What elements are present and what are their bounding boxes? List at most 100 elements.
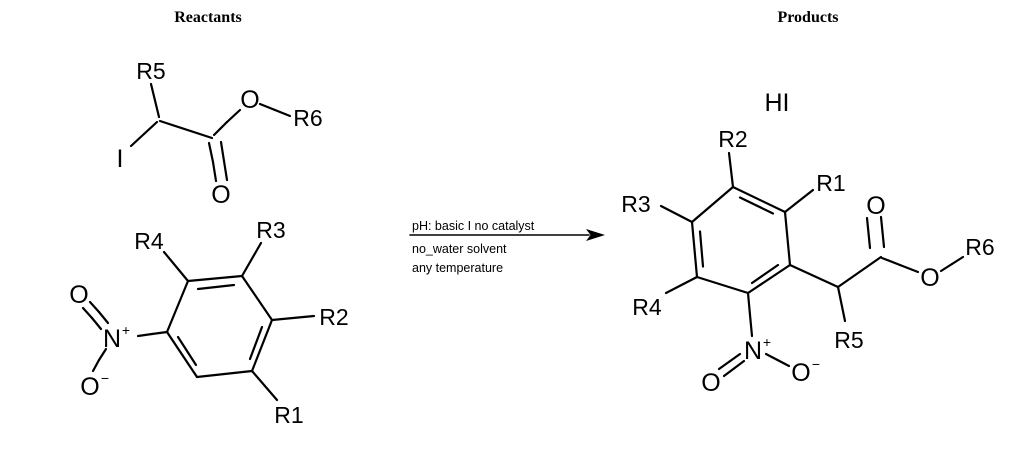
r4-label: R4 [134, 228, 164, 254]
bond-ring-r2 [727, 151, 735, 189]
bond-nitro-double-b-oxygen-half [88, 300, 101, 314]
carbonyl-oxygen-atom-label: O [866, 192, 885, 220]
nitro-oxygen-atom-label: O [701, 369, 720, 397]
bond-alpha-carbon-r5 [836, 285, 847, 323]
ring-edge [250, 318, 274, 373]
ring-edge [186, 274, 244, 283]
condition-solvent: no_water solvent [412, 242, 507, 256]
ring-edge [731, 185, 787, 214]
r6-label: R6 [965, 234, 994, 260]
bond-nitro-double-a-nitrogen-half [728, 352, 742, 363]
bond-alpha-carbon-carbonyl-carbon [158, 119, 214, 140]
bond-ring-r2 [270, 314, 316, 322]
ester-oxygen-atom-label: O [240, 86, 259, 114]
bond-carbonyl-double-a-oxygen-half [211, 160, 218, 183]
bond-nitro-double-a-oxygen-half [717, 360, 731, 371]
bond-ring-r1 [783, 188, 815, 214]
bond-alpha-carbon-carbonyl-carbon [836, 255, 883, 289]
bond-ester-oxygen-r6-black-half [273, 108, 292, 118]
ring-edge [195, 369, 254, 379]
bond-ring-r3 [659, 204, 694, 224]
bond-ester-oxygen-r6-oxygen-half [258, 102, 277, 112]
ring-inner-double-bond [698, 230, 705, 268]
bond-ring-r1 [250, 369, 279, 402]
bond-carbonyl-ester-oxygen-oxygen-half [898, 263, 920, 274]
ring-edge [165, 330, 199, 379]
ring-edge [695, 275, 750, 295]
bond-carbonyl-double-a-black-half [867, 231, 872, 250]
product-aryl-ester: R2 R1 R3 R4 R5 R6 N + O O − O O [621, 126, 994, 397]
bond-alpha-carbon-iodine-black-half [142, 120, 159, 136]
bond-carbonyl-double-a-oxygen-half [865, 216, 870, 235]
condition-ph: pH: basic I no catalyst [412, 219, 535, 233]
ring-inner-double-bond [750, 263, 780, 285]
nitro-oxide-atom-label: O [80, 373, 99, 401]
nitrogen-plus-charge: + [122, 322, 130, 338]
bond-ester-oxygen-r6-oxygen-half [939, 262, 954, 273]
bond-ring-nitrogen-nitrogen-half [748, 313, 754, 338]
reaction-arrow: pH: basic I no catalyst no_water solvent… [409, 219, 605, 275]
r2-label: R2 [319, 304, 348, 330]
ring-edge [783, 210, 792, 267]
bond-carbonyl-double-b-black-half [219, 140, 226, 163]
bond-nitro-double-b-nitrogen-half [97, 310, 110, 325]
nitrogen-atom-label: N [744, 337, 762, 365]
bond-carbonyl-double-a-black-half [207, 141, 215, 164]
reactants-header: Reactants [174, 9, 242, 26]
bond-carbonyl-ester-oxygen-black-half [212, 120, 229, 137]
iodine-atom-label: I [117, 145, 124, 173]
bond-ring-r3 [240, 241, 263, 278]
bond-carbonyl-double-b-oxygen-half [879, 215, 884, 234]
reactant-nitrobenzene: R4 R3 R2 R1 N + O O − [69, 217, 348, 428]
arrow-head [586, 229, 605, 241]
oxide-minus-charge: − [101, 370, 109, 386]
ring-edge [240, 274, 274, 322]
r3-label: R3 [256, 217, 285, 243]
ring-edge [746, 263, 792, 295]
nitrogen-plus-charge: + [763, 334, 771, 350]
bond-nitro-double-b-nitrogen-half [732, 359, 746, 370]
bond-ester-oxygen-r6-black-half [950, 255, 965, 266]
ring-edge [690, 185, 735, 224]
products-header: Products [777, 9, 838, 26]
bond-nitro-oxide-oxygen-half [91, 358, 101, 373]
r5-label: R5 [834, 327, 863, 353]
bond-r5-alpha-carbon [149, 82, 161, 119]
r1-label: R1 [274, 402, 303, 428]
bond-carbonyl-double-b-black-half [881, 230, 886, 249]
ring-inner-double-bond [248, 325, 264, 361]
bond-ring-alpha-carbon [788, 263, 840, 289]
bond-nitro-double-a-oxygen-half [81, 306, 94, 320]
r2-label: R2 [718, 126, 747, 152]
bond-carbonyl-ester-oxygen-oxygen-half [225, 108, 242, 124]
bond-ring-r4 [664, 275, 699, 295]
bond-ring-nitrogen-nitrogen-half [136, 332, 154, 338]
oxide-minus-charge: − [812, 356, 820, 372]
bond-ring-nitrogen-black-half [746, 291, 752, 317]
r6-label: R6 [293, 105, 322, 131]
bond-carbonyl-double-b-oxygen-half [222, 159, 229, 182]
ring-edge [165, 279, 190, 334]
bond-alpha-carbon-iodine-iodine-half [129, 132, 146, 148]
ring-edge [690, 220, 699, 279]
bond-nitro-oxide-oxygen-half [776, 358, 791, 368]
r4-label: R4 [632, 294, 662, 320]
bond-nitro-oxide-nitrogen-half [97, 347, 108, 362]
hydrogen-iodide-label: HI [765, 89, 790, 117]
reactant-iodo-ester: R5 I O R6 O [117, 58, 323, 209]
r1-label: R1 [816, 170, 845, 196]
bond-carbonyl-ester-oxygen-black-half [880, 256, 902, 267]
condition-temperature: any temperature [412, 261, 503, 275]
nitrogen-atom-label: N [103, 325, 121, 353]
ring-inner-double-bond [738, 196, 775, 215]
bond-ring-nitrogen-black-half [150, 330, 169, 336]
bond-nitro-oxide-nitrogen-half [764, 352, 779, 362]
r5-label: R5 [136, 58, 165, 84]
ester-oxygen-atom-label: O [920, 264, 939, 292]
bond-nitro-double-b-oxygen-half [722, 367, 736, 378]
ring-inner-double-bond [176, 335, 198, 367]
r3-label: R3 [621, 191, 650, 217]
carbonyl-oxygen-atom-label: O [211, 181, 230, 209]
